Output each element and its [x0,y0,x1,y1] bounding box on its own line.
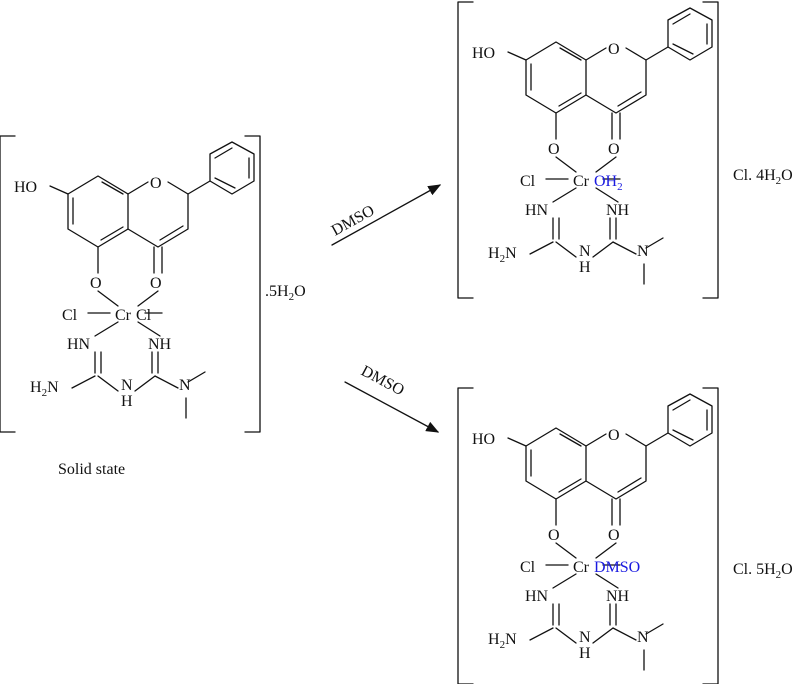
complex-dmso: DMSO [457,387,719,684]
arrow-to-aqua-complex [331,184,442,246]
hydrate-label: .5H2O [265,283,306,303]
right-ligand-label: Cl [136,307,152,324]
dmso-ligand-label: DMSO [594,559,640,576]
hydrate-label-dmso: Cl. 5H2O [733,561,793,581]
hydrate-label-aqua: Cl. 4H2O [733,167,793,187]
arrow-2-label: DMSO [358,363,407,400]
solid-state-caption: Solid state [58,461,125,478]
aqua-ligand-label: OH2 [594,173,623,193]
arrow-to-dmso-complex [344,381,440,433]
complex-solid-state: Cl .5H2O [0,135,306,433]
complex-aqua: OH2 [457,1,719,299]
